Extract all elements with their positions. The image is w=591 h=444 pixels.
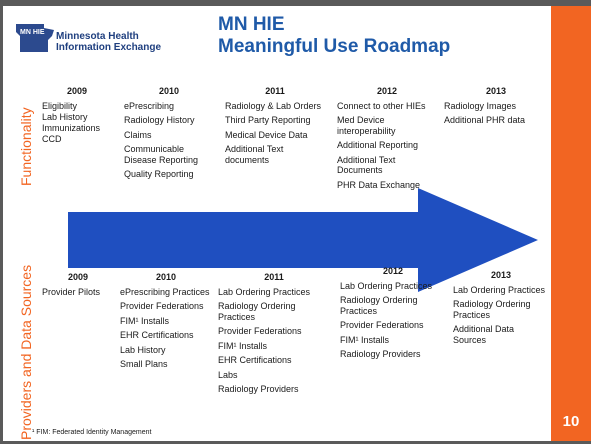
list-item: Additional PHR data xyxy=(444,115,526,125)
slide-title: MN HIE Meaningful Use Roadmap xyxy=(218,14,450,58)
list-item: Radiology Providers xyxy=(340,349,421,359)
providers-label: Providers and Data Sources xyxy=(18,264,34,440)
list-item: Third Party Reporting xyxy=(225,115,311,125)
list-item: Radiology Ordering Practices xyxy=(340,295,418,316)
providers-col-2010: 2010 ePrescribing Practices Provider Fed… xyxy=(120,272,212,374)
list-item: Radiology & Lab Orders xyxy=(225,100,322,111)
list-item: Provider Federations xyxy=(340,320,424,330)
title-line2: Meaningful Use Roadmap xyxy=(218,36,451,57)
providers-col-2012: 2012 Lab Ordering Practices Radiology Or… xyxy=(340,266,446,364)
year-label: 2013 xyxy=(485,86,507,96)
list-item: Lab Ordering Practices xyxy=(340,280,433,291)
year-label: 2009 xyxy=(67,272,89,282)
year-label: 2013 xyxy=(490,270,512,280)
orange-side-bar xyxy=(551,6,591,441)
list-item: FIM¹ Installs xyxy=(340,334,390,345)
list-item: ePrescribing xyxy=(124,100,175,111)
list-item: Additional Reporting xyxy=(337,140,419,150)
list-item: Lab Ordering Practices xyxy=(218,286,311,297)
list-item: Connect to other HIEs xyxy=(337,100,426,111)
list-item: Provider Federations xyxy=(120,301,204,311)
list-item: Small Plans xyxy=(120,359,168,369)
list-item: Eligibility xyxy=(42,100,78,111)
list-item: FIM¹ Installs xyxy=(120,315,170,326)
list-item: PHR Data Exchange xyxy=(337,179,421,190)
list-item: Radiology Providers xyxy=(218,384,299,394)
list-item: Radiology Images xyxy=(444,100,517,111)
list-item: CCD xyxy=(42,133,62,144)
list-item: Lab Ordering Practices xyxy=(453,284,546,295)
mn-hie-logo: MN HIE Minnesota Health Information Exch… xyxy=(16,24,161,53)
functionality-col-2012: 2012 Connect to other HIEs Med Device in… xyxy=(337,86,437,194)
logo-line1: Minnesota Health xyxy=(56,31,139,42)
list-item: Additional Text documents xyxy=(225,144,284,165)
list-item: Claims xyxy=(124,129,152,140)
logo-badge: MN HIE xyxy=(20,29,45,36)
list-item: Radiology Ordering Practices xyxy=(453,299,531,320)
list-item: Radiology Ordering Practices xyxy=(218,301,296,322)
footnote: ¹ FIM: Federated Identity Management xyxy=(32,429,152,436)
bottom-border xyxy=(0,441,591,444)
list-item: FIM¹ Installs xyxy=(218,340,268,351)
list-item: Provider Federations xyxy=(218,326,302,336)
list-item: Lab History xyxy=(42,111,88,122)
list-item: Immunizations xyxy=(42,122,101,133)
functionality-col-2011: 2011 Radiology & Lab Orders Third Party … xyxy=(225,86,325,169)
list-item: Lab History xyxy=(120,344,166,355)
year-label: 2012 xyxy=(382,266,404,276)
timeline-arrow xyxy=(68,188,538,292)
year-label: 2011 xyxy=(265,86,285,96)
top-border xyxy=(0,0,591,6)
slide-number: 10 xyxy=(562,413,580,430)
title-line1: MN HIE xyxy=(218,14,285,35)
list-item: Additional Text Documents xyxy=(337,154,396,176)
functionality-col-2010: 2010 ePrescribing Radiology History Clai… xyxy=(124,86,214,184)
list-item: Additional Data Sources xyxy=(453,324,515,345)
year-label: 2009 xyxy=(66,86,88,96)
list-item: ePrescribing Practices xyxy=(120,286,210,297)
providers-col-2011: 2011 Lab Ordering Practices Radiology Or… xyxy=(218,272,330,399)
list-item: Quality Reporting xyxy=(124,169,194,179)
list-item: Radiology History xyxy=(124,115,195,125)
list-item: Communicable Disease Reporting xyxy=(124,144,199,165)
list-item: Medical Device Data xyxy=(225,129,308,140)
functionality-col-2013: 2013 Radiology Images Additional PHR dat… xyxy=(444,86,548,130)
providers-col-2009: 2009 Provider Pilots xyxy=(42,272,114,301)
year-label: 2010 xyxy=(158,86,180,96)
functionality-col-2009: 2009 Eligibility Lab History Immunizatio… xyxy=(42,86,112,145)
year-label: 2011 xyxy=(264,272,284,282)
year-label: 2010 xyxy=(155,272,177,282)
arrow-shape xyxy=(68,188,538,292)
list-item: EHR Certifications xyxy=(218,355,292,365)
functionality-label: Functionality xyxy=(18,107,34,186)
list-item: EHR Certifications xyxy=(120,330,194,340)
list-item: Labs xyxy=(218,369,238,380)
list-item: Med Device interoperability xyxy=(337,115,396,136)
year-label: 2012 xyxy=(376,86,398,96)
logo-line2: Information Exchange xyxy=(56,42,161,53)
providers-col-2013: 2013 Lab Ordering Practices Radiology Or… xyxy=(453,270,549,349)
left-border xyxy=(0,0,3,444)
minnesota-state-icon xyxy=(16,24,54,52)
list-item: Provider Pilots xyxy=(42,286,101,297)
